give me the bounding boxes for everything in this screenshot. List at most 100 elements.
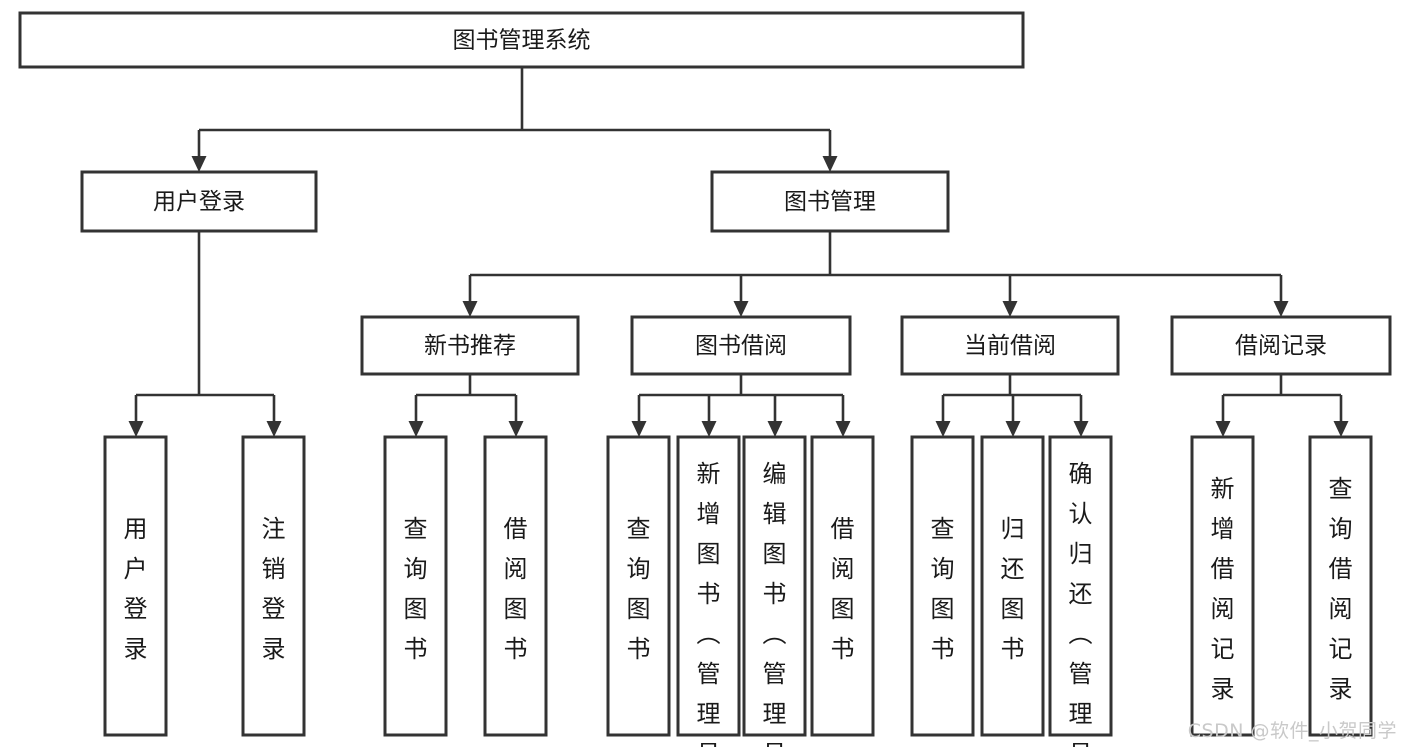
node-level3-book-borrow[interactable]: 图书借阅 [630,315,852,376]
arrow-head-leaf-query-book-1 [408,421,424,437]
box-label: 图书管理 [784,189,876,215]
leaf-label-vertical: 借阅图书 [504,515,528,663]
leaf-char: 员 [697,740,721,747]
box-outline [742,435,807,737]
leaf-char: 询 [1329,515,1353,543]
leaf-char: 登 [124,595,148,623]
box-outline [710,170,950,233]
leaf-char: 书 [404,635,428,663]
leaf-char: 书 [504,635,528,663]
node-level3-borrow-record[interactable]: 借阅记录 [1170,315,1392,376]
box-label: 新书推荐 [424,333,516,359]
leaf-char: 记 [1329,635,1353,663]
node-leaf-leaf-return-book[interactable]: 归还图书 [980,435,1045,737]
arrow-head-book-borrow [733,301,749,317]
leaf-char: 记 [1211,635,1235,663]
leaf-char: 注 [262,515,286,543]
box-outline [900,315,1120,376]
arrow-head-new-book-recommend [462,301,478,317]
connectors-layer [128,67,1349,437]
arrow-head-user-login [191,156,207,172]
leaf-char: 编 [763,460,787,488]
node-leaf-leaf-edit-book[interactable]: 编辑图书︵管理员︶ [742,435,807,747]
box-label: 用户登录 [153,189,245,215]
leaf-label-vertical: 归还图书 [1001,515,1025,663]
leaf-char: 理 [697,700,721,728]
node-leaf-leaf-confirm-return[interactable]: 确认归还︵管理员︶ [1048,435,1113,747]
leaf-label-vertical: 借阅图书 [831,515,855,663]
box-outline [1308,435,1373,737]
arrow-head-leaf-user-login [128,421,144,437]
node-leaf-leaf-logout[interactable]: 注销登录 [241,435,306,737]
node-leaf-leaf-query-record[interactable]: 查询借阅记录 [1308,435,1373,737]
node-leaf-leaf-query-book-2[interactable]: 查询图书 [606,435,671,737]
leaf-label-vertical: 确认归还︵管理员︶ [1069,460,1093,747]
node-leaf-leaf-add-record[interactable]: 新增借阅记录 [1190,435,1255,737]
leaf-char: 归 [1001,515,1025,543]
node-leaf-leaf-borrow-book-2[interactable]: 借阅图书 [810,435,875,737]
leaf-char: 阅 [831,555,855,583]
leaf-char: 阅 [1329,595,1353,623]
node-level2-user-login[interactable]: 用户登录 [80,170,318,233]
arrow-head-leaf-query-book-2 [631,421,647,437]
leaf-char: ︵ [697,620,721,648]
arrow-head-leaf-query-record [1333,421,1349,437]
leaf-char: 新 [697,460,721,488]
node-leaf-leaf-user-login[interactable]: 用户登录 [103,435,168,737]
leaf-char: 书 [931,635,955,663]
leaf-char: 询 [404,555,428,583]
node-leaf-leaf-borrow-book-1[interactable]: 借阅图书 [483,435,548,737]
leaf-label-vertical: 查询借阅记录 [1329,475,1353,703]
leaf-char: 图 [697,540,721,568]
node-root-root[interactable]: 图书管理系统 [18,11,1025,69]
leaf-label-vertical: 查询图书 [627,515,651,663]
leaf-char: 员 [763,740,787,747]
leaf-char: 阅 [1211,595,1235,623]
leaf-char: 归 [1069,540,1093,568]
leaf-label-vertical: 查询图书 [931,515,955,663]
leaf-label-vertical: 新增图书︵管理员︶ [697,460,721,747]
leaf-label-vertical: 编辑图书︵管理员︶ [763,460,787,747]
leaf-char: ︵ [1069,620,1093,648]
leaf-char: 图 [931,595,955,623]
leaf-char: 增 [697,500,721,528]
leaf-char: 户 [124,555,148,583]
leaf-char: 图 [1001,595,1025,623]
arrow-head-leaf-logout [266,421,282,437]
box-outline [18,11,1025,69]
leaf-char: 登 [262,595,286,623]
node-leaf-leaf-query-book-3[interactable]: 查询图书 [910,435,975,737]
leaf-char: 询 [627,555,651,583]
arrow-head-current-borrow [1002,301,1018,317]
leaf-char: 查 [404,515,428,543]
leaf-char: 借 [504,515,528,543]
arrow-head-leaf-confirm-return [1073,421,1089,437]
node-level3-new-book-recommend[interactable]: 新书推荐 [360,315,580,376]
leaf-char: 书 [627,635,651,663]
leaf-char: 用 [124,515,148,543]
box-label: 图书借阅 [695,333,787,359]
leaf-char: 员 [1069,740,1093,747]
box-outline [1048,435,1113,737]
leaf-char: 管 [697,660,721,688]
leaf-char: 增 [1211,515,1235,543]
node-leaf-leaf-query-book-1[interactable]: 查询图书 [383,435,448,737]
node-leaf-leaf-add-book[interactable]: 新增图书︵管理员︶ [676,435,741,747]
leaf-char: 书 [697,580,721,608]
box-outline [483,435,548,737]
box-label: 借阅记录 [1235,333,1327,359]
box-outline [1190,435,1255,737]
leaf-char: 还 [1001,555,1025,583]
leaf-char: 管 [1069,660,1093,688]
leaf-char: 图 [763,540,787,568]
leaf-char: 书 [763,580,787,608]
node-level3-current-borrow[interactable]: 当前借阅 [900,315,1120,376]
leaf-char: 录 [1329,675,1353,703]
leaf-char: ︵ [763,620,787,648]
box-outline [1170,315,1392,376]
leaf-char: 查 [1329,475,1353,503]
node-level2-book-manage[interactable]: 图书管理 [710,170,950,233]
arrow-head-leaf-edit-book [767,421,783,437]
box-outline [103,435,168,737]
